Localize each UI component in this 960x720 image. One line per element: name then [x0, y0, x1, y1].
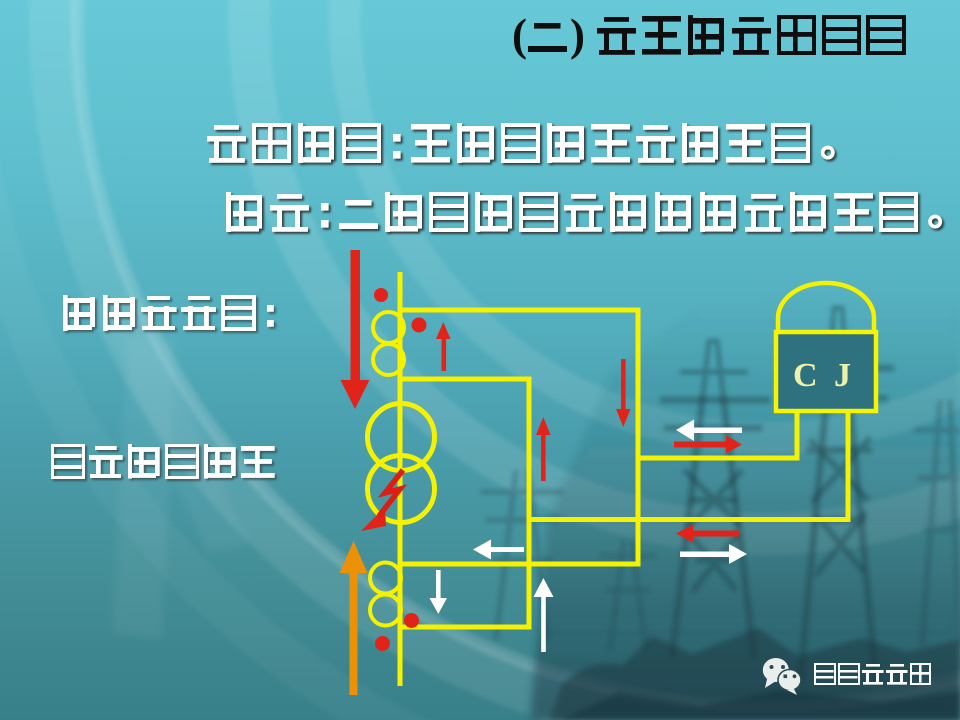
- svg-text:C J: C J: [793, 357, 855, 394]
